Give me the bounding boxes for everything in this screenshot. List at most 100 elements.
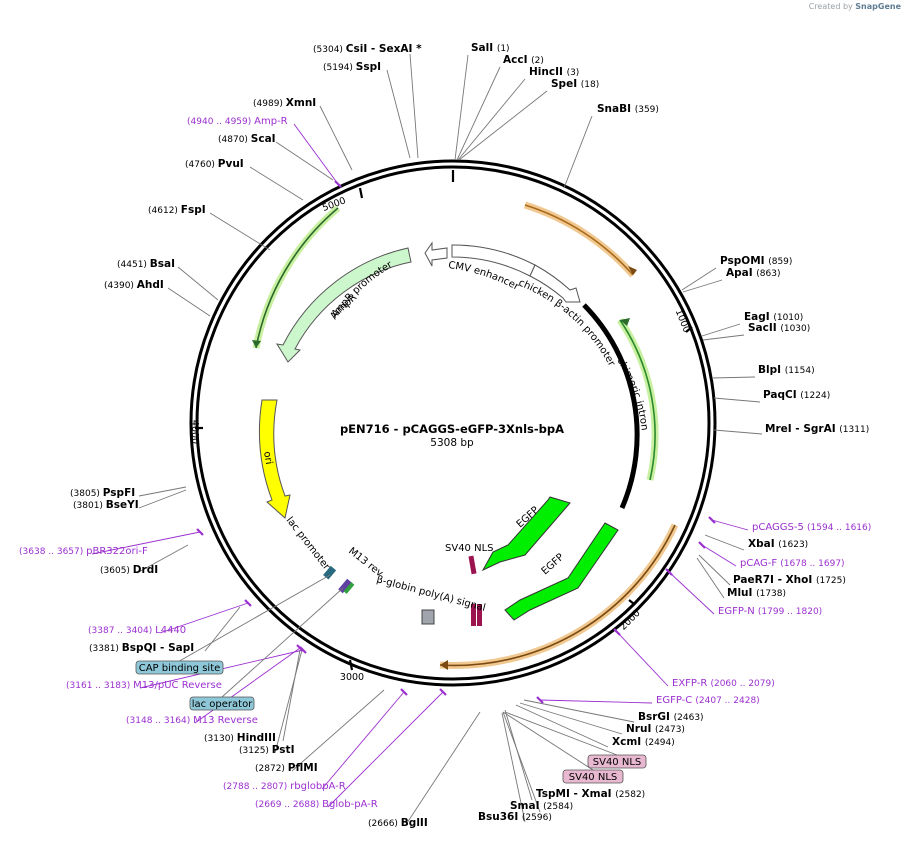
site-label: ApaI (863)	[726, 267, 781, 279]
site-label: PaeR7I - XhoI (1725)	[733, 574, 846, 586]
site-label: NruI (2473)	[626, 723, 685, 735]
leader-line	[713, 397, 761, 403]
svg-text:5308 bp: 5308 bp	[430, 437, 474, 449]
leader-line	[179, 574, 331, 662]
leader-line	[519, 702, 623, 735]
primer-label: EXFP-R (2060 .. 2079)	[672, 678, 775, 689]
leader-line	[702, 334, 745, 341]
site-label: SpeI (18)	[551, 78, 599, 90]
feature-m13	[343, 582, 355, 594]
primer-mark	[299, 646, 307, 654]
primer-mark	[196, 528, 204, 536]
leader-line	[668, 571, 715, 615]
leader-line	[616, 631, 669, 687]
orf-arcs	[252, 201, 679, 670]
site-labels: (5304) CsiI - SexAI * (5194) SspI (4989) X…	[19, 42, 871, 829]
feature-cap-box	[323, 565, 337, 580]
leader-line	[458, 90, 548, 161]
leader-line	[177, 266, 219, 301]
leader-line	[563, 115, 593, 189]
boxed-feature-text: lac operator	[192, 699, 253, 710]
boxed-feature-label	[587, 754, 647, 769]
site-label: (2666) BglII	[368, 817, 428, 829]
primer-label: (3387 .. 3404) L4440	[88, 625, 186, 636]
site-label: (4989) XmnI	[253, 97, 316, 109]
leader-line	[711, 519, 749, 531]
site-label: PspOMI (859)	[720, 255, 792, 267]
site-label: (3130) HindIII	[204, 732, 276, 744]
tick-label: 3000	[340, 672, 364, 683]
primer-mark	[698, 541, 706, 549]
leader-line	[221, 587, 344, 698]
primer-mark	[665, 568, 673, 576]
primer-mark	[708, 516, 716, 524]
svg-text:lac promoter: lac promoter	[284, 515, 333, 573]
leader-line	[291, 689, 385, 772]
site-label: (4760) PvuI	[185, 158, 244, 170]
boxed-feature-text: SV40 NLS	[569, 772, 618, 783]
site-label: Bsu36I (2596)	[478, 811, 552, 823]
leader-lines	[91, 53, 763, 827]
leader-line	[682, 279, 723, 293]
leader-line	[681, 267, 717, 291]
site-label: TspMI - XmaI (2582)	[536, 788, 645, 800]
leader-line	[293, 123, 339, 185]
leader-line	[539, 699, 653, 704]
feature-egfp-1	[481, 496, 571, 572]
backbone	[189, 159, 717, 687]
feature-ori	[258, 399, 291, 519]
feature-egfp-2	[504, 522, 619, 621]
site-label: (4451) BsaI	[117, 258, 175, 270]
primer-label: EGFP-C (2407 .. 2428)	[656, 695, 760, 706]
primer-mark	[334, 180, 342, 188]
leader-line	[319, 105, 353, 171]
tick-mark	[348, 659, 354, 671]
leader-line	[502, 711, 541, 813]
leader-line	[282, 649, 301, 742]
leader-line	[711, 376, 756, 379]
leader-line	[698, 554, 731, 586]
leader-line	[194, 647, 301, 724]
svg-text:EGFP: EGFP	[540, 552, 567, 577]
leader-line	[91, 531, 201, 555]
site-label: SmaI (2584)	[510, 800, 573, 812]
site-label: BsrGI (2463)	[638, 711, 704, 723]
leader-line	[456, 66, 501, 161]
site-label: (5304) CsiI - SexAI *	[313, 43, 422, 55]
site-label: MreI - SgrAI (1311)	[765, 423, 869, 435]
leader-line	[523, 699, 635, 723]
tick-mark	[685, 326, 693, 333]
site-label: (4870) ScaI	[218, 133, 276, 145]
primer-label: pCAG-F (1678 .. 1697)	[740, 558, 845, 569]
primer-label: (3638 .. 3657) pBR322ori-F	[19, 546, 148, 557]
site-label: EagI (1010)	[744, 311, 803, 323]
primer-mark	[244, 599, 252, 607]
boxed-feature-label	[189, 696, 255, 711]
boxed-feature-text: SV40 NLS	[593, 757, 642, 768]
snapgene-watermark: Created by SnapGene	[808, 2, 901, 11]
site-label: (3805) PspFI	[70, 487, 135, 499]
leader-line	[275, 141, 334, 181]
svg-text:β-globin poly(A) signal: β-globin poly(A) signal	[375, 574, 486, 614]
leader-line	[209, 212, 271, 251]
svg-text:ori: ori	[261, 451, 274, 466]
leader-line	[454, 54, 469, 161]
primer-label: (3148 .. 3164) M13 Reverse	[126, 715, 258, 726]
site-label: (5194) SspI	[323, 61, 381, 73]
site-label: (2872) PflMI	[255, 762, 318, 774]
leader-line	[159, 602, 249, 634]
leader-line	[502, 711, 594, 771]
boxed-feature-label	[135, 660, 224, 675]
primer-mark	[536, 696, 544, 704]
leader-line	[136, 544, 189, 574]
site-label: BlpI (1154)	[758, 364, 815, 376]
leader-line	[696, 557, 725, 599]
leader-line	[515, 704, 609, 748]
boxed-feature-text: CAP binding site	[139, 663, 221, 674]
leader-line	[274, 649, 303, 754]
leader-line	[701, 323, 741, 337]
tick-mark	[358, 187, 364, 199]
feature-ampr	[276, 247, 412, 363]
site-label: (3801) BseYI	[73, 499, 139, 511]
